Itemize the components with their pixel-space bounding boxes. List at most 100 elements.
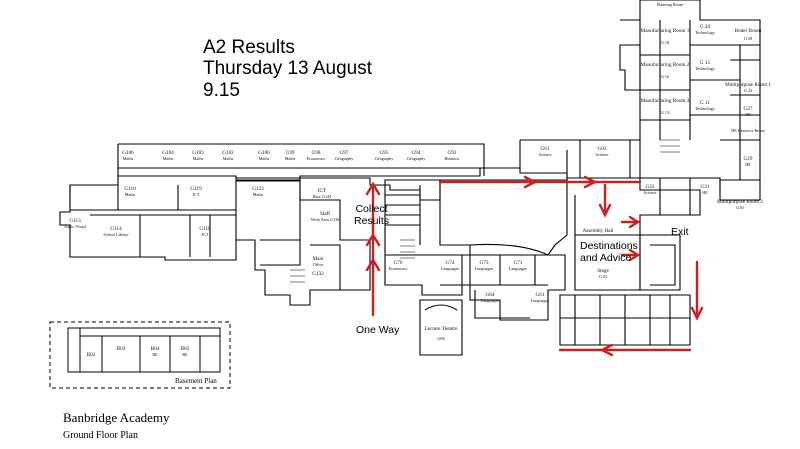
- room-sublabel: Science: [595, 152, 608, 157]
- room-g74: G74: [446, 260, 455, 266]
- exit-label: Exit: [671, 226, 689, 238]
- room-b05: B05: [181, 346, 190, 352]
- west-wing-labels: G110 Maths G119 ICT G123 Maths G113 Audi…: [64, 186, 264, 237]
- route-arrow-head: [583, 175, 598, 189]
- room-g03: G03: [598, 146, 607, 152]
- room-sublabel: ICT: [193, 192, 200, 197]
- room-g99: G99: [286, 150, 295, 156]
- room-b04: B04: [151, 346, 160, 352]
- room-b02: B02: [87, 352, 96, 358]
- room-sublabel: Science: [643, 190, 656, 195]
- title-line-1: A2 Results: [203, 37, 295, 58]
- route-arrow-head: [628, 215, 641, 229]
- wall-line: [69, 185, 236, 211]
- room-sublabel: Office: [313, 262, 324, 267]
- room-g11: G 11: [700, 100, 710, 106]
- room-g76: G76: [394, 260, 403, 266]
- title-line-3: 9.15: [203, 80, 240, 101]
- room-sublabel: Economics: [307, 156, 326, 161]
- route-arrow-head: [690, 306, 704, 321]
- room-sublabel: Work Area G136: [311, 217, 340, 222]
- room-g123: G123: [252, 186, 264, 192]
- room-g31: G31: [701, 184, 710, 190]
- route-arrow-head: [598, 203, 612, 218]
- plan-name: Ground Floor Plan: [63, 430, 138, 441]
- room-staff-work-area: Staff: [320, 210, 330, 217]
- room-sublabel: Business: [445, 156, 460, 161]
- room-assembly-hall: Assembly Hall: [583, 228, 615, 234]
- room-sublabel: Maths: [253, 192, 264, 197]
- room-sublabel: Geography: [407, 156, 427, 161]
- wall-line: [236, 179, 371, 306]
- room-g113: G113: [69, 218, 81, 224]
- room-sublabel: Technology: [695, 106, 716, 111]
- room-sublabel: G 24: [744, 88, 753, 93]
- wall-line: [574, 295, 671, 345]
- wall-line: [118, 143, 485, 176]
- collect-results-label: Collect Results: [354, 203, 390, 227]
- room-g33: G33: [646, 184, 655, 190]
- room-sublabel: HE: [702, 190, 708, 195]
- room-sublabel: Technology: [695, 30, 716, 35]
- room-sublabel: Maths: [259, 156, 270, 161]
- room-sublabel: Languages: [509, 266, 528, 271]
- room-g73: G73: [480, 260, 489, 266]
- basement-labels: B02 B03 B04 RE B05 RE: [87, 346, 190, 358]
- wall-line: [49, 321, 231, 389]
- wall-line: [574, 178, 701, 236]
- wall-line: [659, 178, 691, 215]
- room-g64: G64: [486, 292, 495, 298]
- room-b03: B03: [117, 346, 126, 352]
- room-sublabel: G 13: [661, 110, 669, 115]
- room-g98: G98: [312, 150, 321, 156]
- room-g94: G94: [412, 150, 421, 156]
- wall-line: [620, 0, 761, 181]
- wall-line: [700, 177, 761, 201]
- room-sublabel: Audio Visual: [64, 224, 87, 229]
- wall-line: [440, 179, 568, 256]
- room-sublabel: HE: [745, 112, 751, 117]
- wall-line: [659, 20, 691, 140]
- room-sublabel: RE: [152, 352, 158, 357]
- room-g01: G01: [541, 146, 550, 152]
- room-sublabel: Maths: [125, 192, 136, 197]
- wall-line: [559, 294, 691, 346]
- room-multipurpose-1: Multipurpose Room 1: [725, 82, 771, 88]
- room-g104: G104: [162, 150, 174, 156]
- room-g114: G114: [110, 226, 122, 232]
- room-sublabel: Geography: [375, 156, 395, 161]
- room-sublabel: Technology: [695, 66, 716, 71]
- wall-line: [79, 328, 201, 372]
- room-sublabel: Languages: [441, 266, 460, 271]
- wall-line: [690, 44, 760, 141]
- route-arrow-head: [365, 181, 381, 196]
- route-arrows: [365, 175, 704, 357]
- room-boder: Boder Room: [735, 28, 762, 34]
- wall-line: [290, 269, 305, 283]
- wall-line: [619, 44, 641, 91]
- room-multipurpose-2: Multipurpose Room 2: [717, 199, 763, 205]
- wall-line: [640, 54, 690, 121]
- room-g103: G103: [192, 150, 204, 156]
- route-arrow-head: [365, 232, 381, 247]
- one-way-label: One Way: [356, 324, 400, 336]
- wall-line: [400, 239, 415, 259]
- wall-line: [424, 304, 458, 311]
- room-sublabel: HE: [745, 162, 751, 167]
- wall-line: [469, 243, 549, 256]
- room-he-resource: HE Resource Room: [731, 128, 765, 133]
- room-stage: Stage: [597, 268, 609, 274]
- room-sublabel: Maths: [163, 156, 174, 161]
- wall-line: [469, 255, 536, 285]
- wall-line: [384, 179, 471, 296]
- room-g106: G106: [122, 150, 134, 156]
- wall-line: [730, 59, 760, 96]
- room-sublabel: G 18: [661, 40, 669, 45]
- room-g100: G100: [258, 150, 270, 156]
- room-sublabel: Geography: [335, 156, 355, 161]
- room-sublabel: Maths: [223, 156, 234, 161]
- room-g27: G27: [744, 106, 753, 112]
- room-sublabel: Maths: [285, 156, 296, 161]
- room-sublabel: G68: [437, 336, 444, 341]
- room-sublabel: Maths: [193, 156, 204, 161]
